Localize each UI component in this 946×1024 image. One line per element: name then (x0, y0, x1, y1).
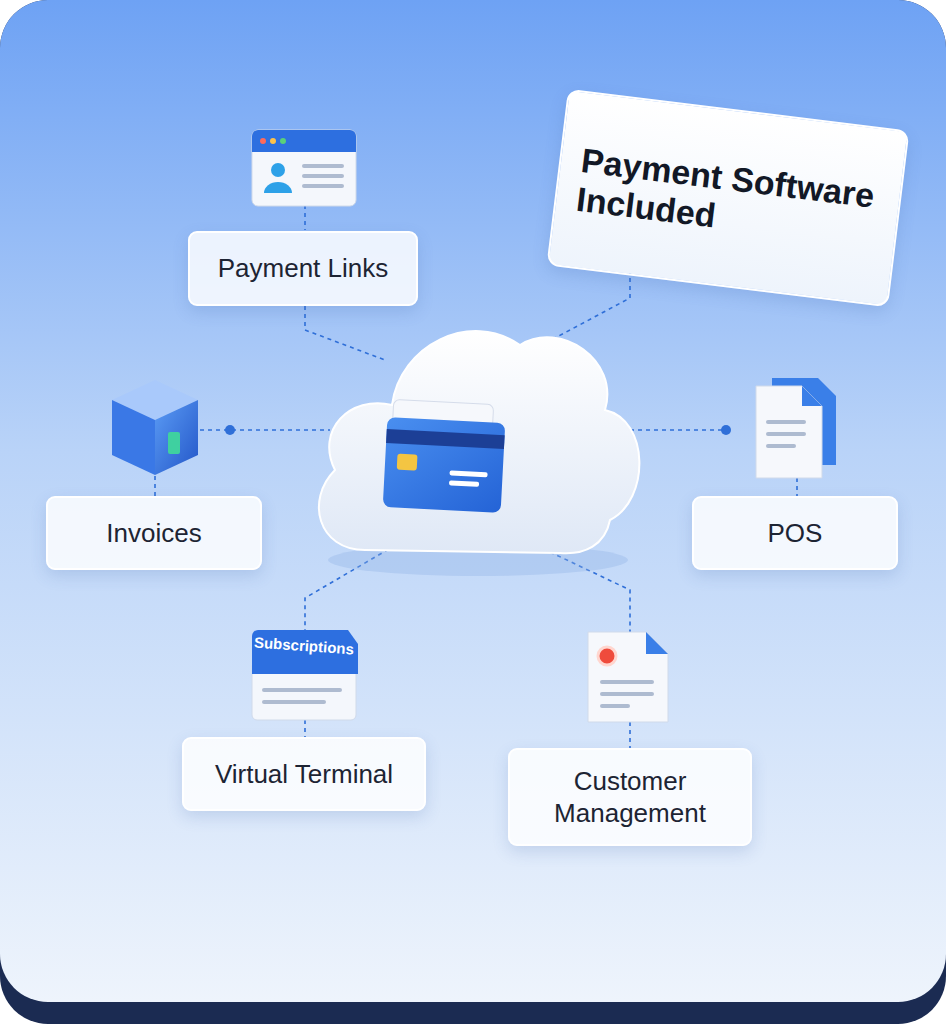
cloud-icon (319, 331, 640, 576)
folder-icon (252, 630, 358, 720)
virtual-terminal-box: Virtual Terminal (182, 737, 426, 811)
customer-doc-icon (588, 632, 668, 722)
payment-links-box: Payment Links (188, 231, 418, 306)
box-label: Customer Management (530, 765, 730, 830)
cube-icon (112, 380, 198, 475)
box-label: POS (768, 517, 823, 550)
dashed-leaders (155, 205, 797, 748)
box-label: Payment Links (218, 252, 389, 285)
invoices-box: Invoices (46, 496, 262, 570)
box-label: Invoices (106, 517, 201, 550)
document-icon (756, 378, 836, 478)
browser-icon (252, 130, 356, 206)
card-ground (0, 0, 946, 1002)
customer-management-box: Customer Management (508, 748, 752, 846)
callout-text: Payment Software Included (574, 141, 881, 255)
pos-box: POS (692, 496, 898, 570)
box-label: Virtual Terminal (215, 758, 393, 791)
